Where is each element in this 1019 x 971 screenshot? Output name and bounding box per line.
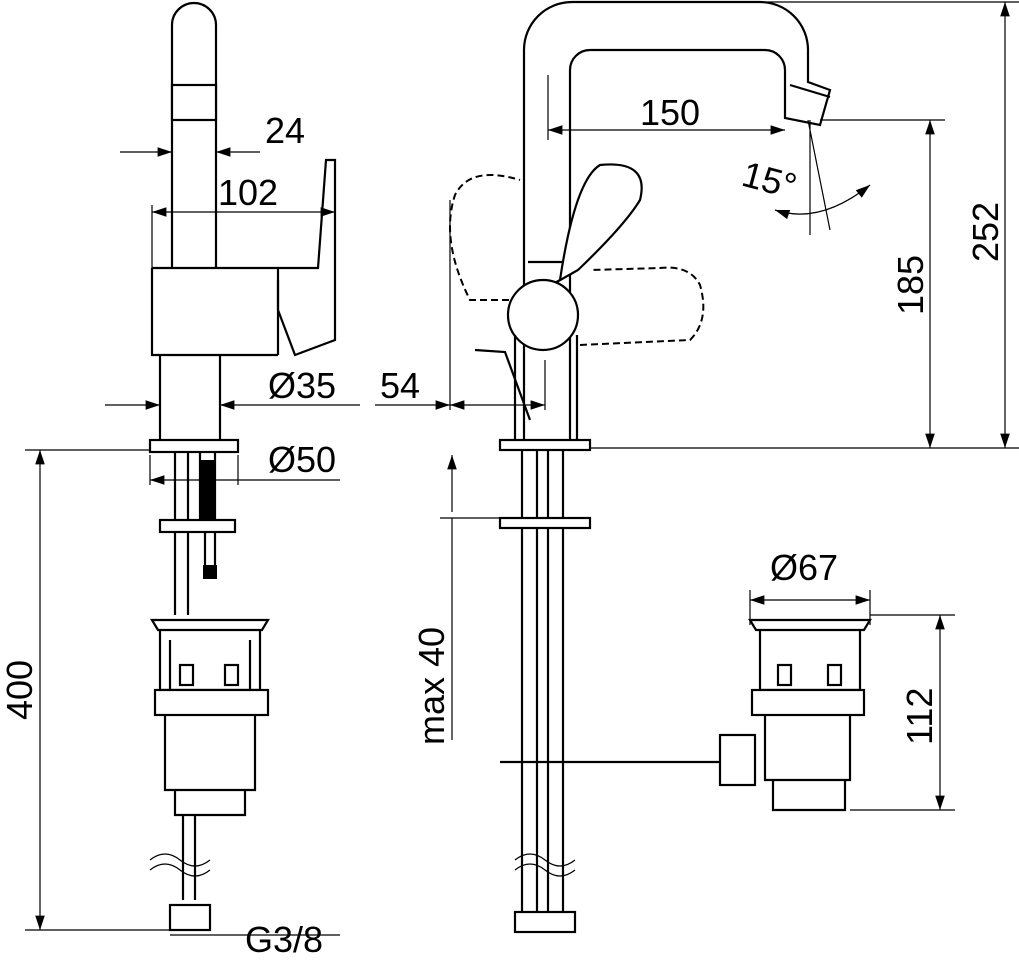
- dim-d35: Ø35: [268, 365, 336, 406]
- dim-150: 150: [640, 92, 700, 133]
- dim-g38: G3/8: [245, 919, 323, 960]
- faucet-front-view: [449, 0, 872, 934]
- dim-d50: Ø50: [268, 439, 336, 480]
- dimension-lines: [25, 1, 1019, 936]
- dim-15deg: 15°: [738, 153, 801, 207]
- dim-54: 54: [380, 365, 420, 406]
- dim-24: 24: [265, 110, 305, 151]
- dim-185: 185: [890, 255, 931, 315]
- dim-102: 102: [218, 172, 278, 213]
- dim-400: 400: [0, 660, 40, 720]
- dimension-labels: 24 102 Ø35 Ø50 400 G3/8 150 15° 185 252 …: [0, 92, 1006, 960]
- dim-d67: Ø67: [770, 547, 838, 588]
- dim-252: 252: [965, 202, 1006, 262]
- dim-112: 112: [899, 688, 940, 745]
- dim-max40: max 40: [411, 627, 452, 745]
- faucet-side-view: [148, 1, 337, 932]
